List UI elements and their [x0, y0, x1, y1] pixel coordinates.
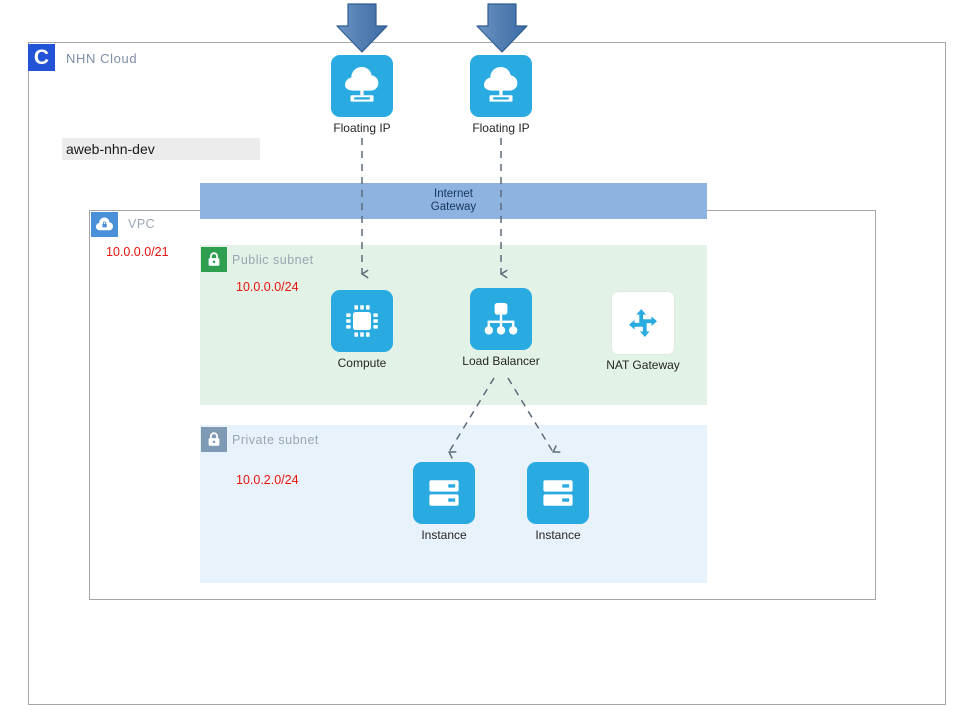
node-label: Floating IP: [472, 121, 530, 135]
node-label: Compute: [337, 356, 387, 370]
internet-gateway-label-line1: Internet: [434, 188, 473, 200]
internet-gateway-label-line2: Gateway: [430, 201, 477, 213]
cpu-chip-icon: [331, 290, 393, 352]
internet-gateway-label: Internet Gateway: [200, 188, 707, 214]
nat-arrows-icon: [612, 292, 674, 354]
server-rack-icon: [527, 462, 589, 524]
internet-gateway-bar: [200, 183, 707, 219]
nhn-cloud-title: NHN Cloud: [66, 51, 138, 66]
public-subnet-cidr-label: 10.0.0.0/24: [236, 280, 299, 294]
server-rack-icon: [413, 462, 475, 524]
cloud-network-icon: [331, 55, 393, 117]
lock-icon: [201, 247, 227, 272]
node-label: Load Balancer: [462, 354, 540, 368]
cloud-network-icon: [470, 55, 532, 117]
vpc-cidr-label: 10.0.0.0/21: [106, 245, 169, 259]
private-subnet-label: Private subnet: [232, 433, 319, 447]
vpc-label: VPC: [128, 217, 156, 231]
cloud-lock-icon: [91, 212, 118, 237]
load-balancer-tree-icon: [470, 288, 532, 350]
node-label: Floating IP: [333, 121, 391, 135]
project-name-label: aweb-nhn-dev: [66, 141, 155, 157]
project-name-chip: [62, 138, 260, 160]
lock-icon: [201, 427, 227, 452]
public-subnet-label: Public subnet: [232, 253, 314, 267]
node-label: Instance: [535, 528, 581, 542]
node-label: NAT Gateway: [606, 358, 680, 372]
private-subnet-cidr-label: 10.0.2.0/24: [236, 473, 299, 487]
nhn-cloud-logo-icon: C: [28, 44, 55, 71]
node-label: Instance: [421, 528, 467, 542]
